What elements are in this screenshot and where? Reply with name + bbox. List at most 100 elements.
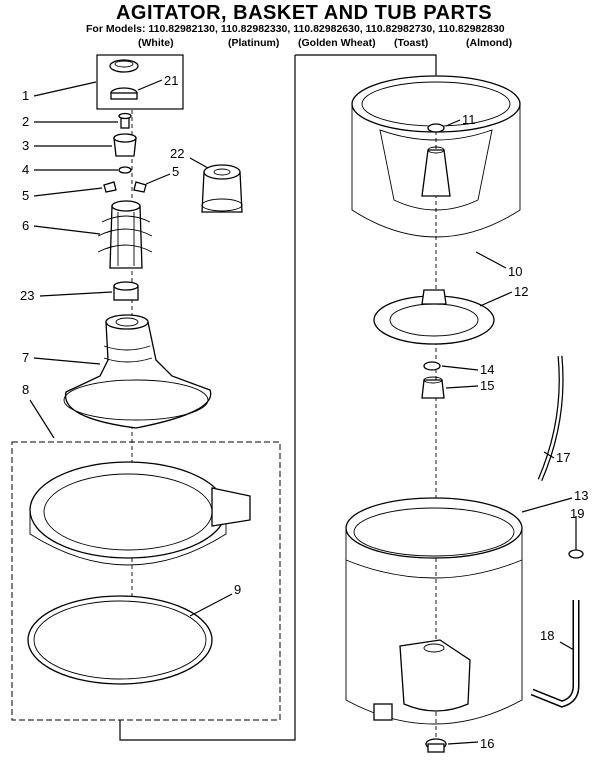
basket-nut-part	[427, 123, 445, 133]
callout-3: 3	[22, 138, 29, 153]
drain-hose-part	[530, 600, 580, 708]
leader-15	[445, 385, 479, 389]
callout-17: 17	[556, 450, 570, 465]
frame-line-top	[295, 54, 437, 75]
tub-drain-hub	[423, 643, 445, 653]
gasket-inner	[33, 600, 207, 680]
tub-cutaway	[399, 639, 471, 712]
coupling-top	[423, 376, 443, 384]
clamp-part	[568, 549, 584, 559]
bolt-head	[118, 112, 132, 120]
leader-17	[543, 451, 555, 459]
leader-11	[445, 119, 461, 127]
leader-5-right	[145, 173, 171, 185]
tub-ring-group-box	[11, 441, 281, 721]
callout-6: 6	[22, 218, 29, 233]
leader-22	[189, 157, 209, 169]
seal-ring-body	[110, 92, 138, 100]
basket-hub-top	[427, 146, 445, 154]
dog-part-left	[103, 181, 117, 193]
washer-part	[118, 166, 132, 174]
callout-22: 22	[170, 146, 184, 161]
callout-5-right: 5	[172, 164, 179, 179]
callout-9: 9	[234, 582, 241, 597]
spline-top	[113, 281, 139, 291]
tub-inner-rim	[353, 507, 515, 557]
callout-11: 11	[462, 112, 476, 127]
drain-hose-inner	[531, 600, 578, 707]
basket-hub	[421, 149, 451, 197]
tub-plug-body	[427, 743, 445, 753]
basket-inner	[379, 129, 493, 211]
leader-14	[441, 365, 479, 371]
agitator-base-top	[105, 314, 149, 330]
frame-line	[119, 55, 296, 741]
tub-ring-part	[29, 461, 227, 559]
bushing-top	[203, 164, 241, 180]
auger-flights	[97, 215, 153, 253]
leader-23	[39, 291, 113, 297]
leader-18	[559, 641, 575, 651]
drive-cam-top	[113, 133, 137, 143]
color-platinum: (Platinum)	[228, 37, 280, 49]
agitator-cap-box	[96, 54, 184, 110]
callout-1: 1	[22, 88, 29, 103]
callout-15: 15	[480, 378, 494, 393]
models-line: For Models: 110.82982130, 110.82982330, …	[86, 23, 505, 35]
color-almond: (Almond)	[466, 37, 513, 49]
callout-23: 23	[20, 288, 34, 303]
leader-7	[33, 357, 101, 365]
callout-12: 12	[514, 284, 528, 299]
callout-8: 8	[22, 382, 29, 397]
callout-13: 13	[574, 488, 588, 503]
leader-6	[33, 225, 101, 235]
bushing-hole	[213, 168, 231, 176]
leader-9	[189, 593, 233, 617]
agitator-base-bore	[115, 317, 139, 327]
coupling-part	[421, 379, 445, 399]
clip-part	[423, 361, 441, 371]
leader-12	[479, 291, 513, 307]
callout-10: 10	[508, 264, 522, 279]
callout-14: 14	[480, 362, 494, 377]
callout-7: 7	[22, 350, 29, 365]
callout-21: 21	[164, 73, 178, 88]
leader-1	[33, 81, 97, 97]
brake-hub	[421, 289, 447, 305]
auger-top	[111, 200, 141, 212]
dog-part-right	[133, 181, 147, 193]
color-white: (White)	[138, 37, 174, 49]
gasket-part	[27, 595, 213, 685]
tub-ring-tab	[211, 487, 251, 527]
callout-19: 19	[570, 506, 584, 521]
callout-18: 18	[540, 628, 554, 643]
tub-wall	[345, 528, 523, 725]
leader-10	[475, 251, 507, 269]
leader-16	[447, 741, 479, 745]
tub-ring-wall	[29, 510, 227, 566]
callout-5-left: 5	[22, 188, 29, 203]
leader-13	[521, 497, 573, 513]
hose-part-inner	[538, 355, 563, 481]
agitator-cap-part	[109, 59, 139, 73]
agitator-skirt	[63, 379, 209, 421]
color-toast: (Toast)	[394, 37, 429, 49]
diagram-title: AGITATOR, BASKET AND TUB PARTS	[115, 2, 493, 24]
leader-5-left	[33, 187, 103, 197]
callout-4: 4	[22, 162, 29, 177]
callout-16: 16	[480, 736, 494, 751]
auger-part	[109, 205, 143, 269]
agitator-base-bands	[103, 345, 153, 363]
tub-band	[345, 559, 523, 579]
leader-8	[29, 399, 55, 439]
leader-21	[137, 79, 163, 91]
callout-2: 2	[22, 114, 29, 129]
basket-wall	[351, 104, 521, 238]
agitator-cap-inner	[114, 60, 134, 68]
tub-bracket	[373, 703, 393, 721]
bushing-flange	[201, 198, 243, 212]
agitator-base-part	[64, 321, 212, 429]
tub-part	[345, 497, 523, 559]
color-golden-wheat: (Golden Wheat)	[298, 37, 376, 49]
